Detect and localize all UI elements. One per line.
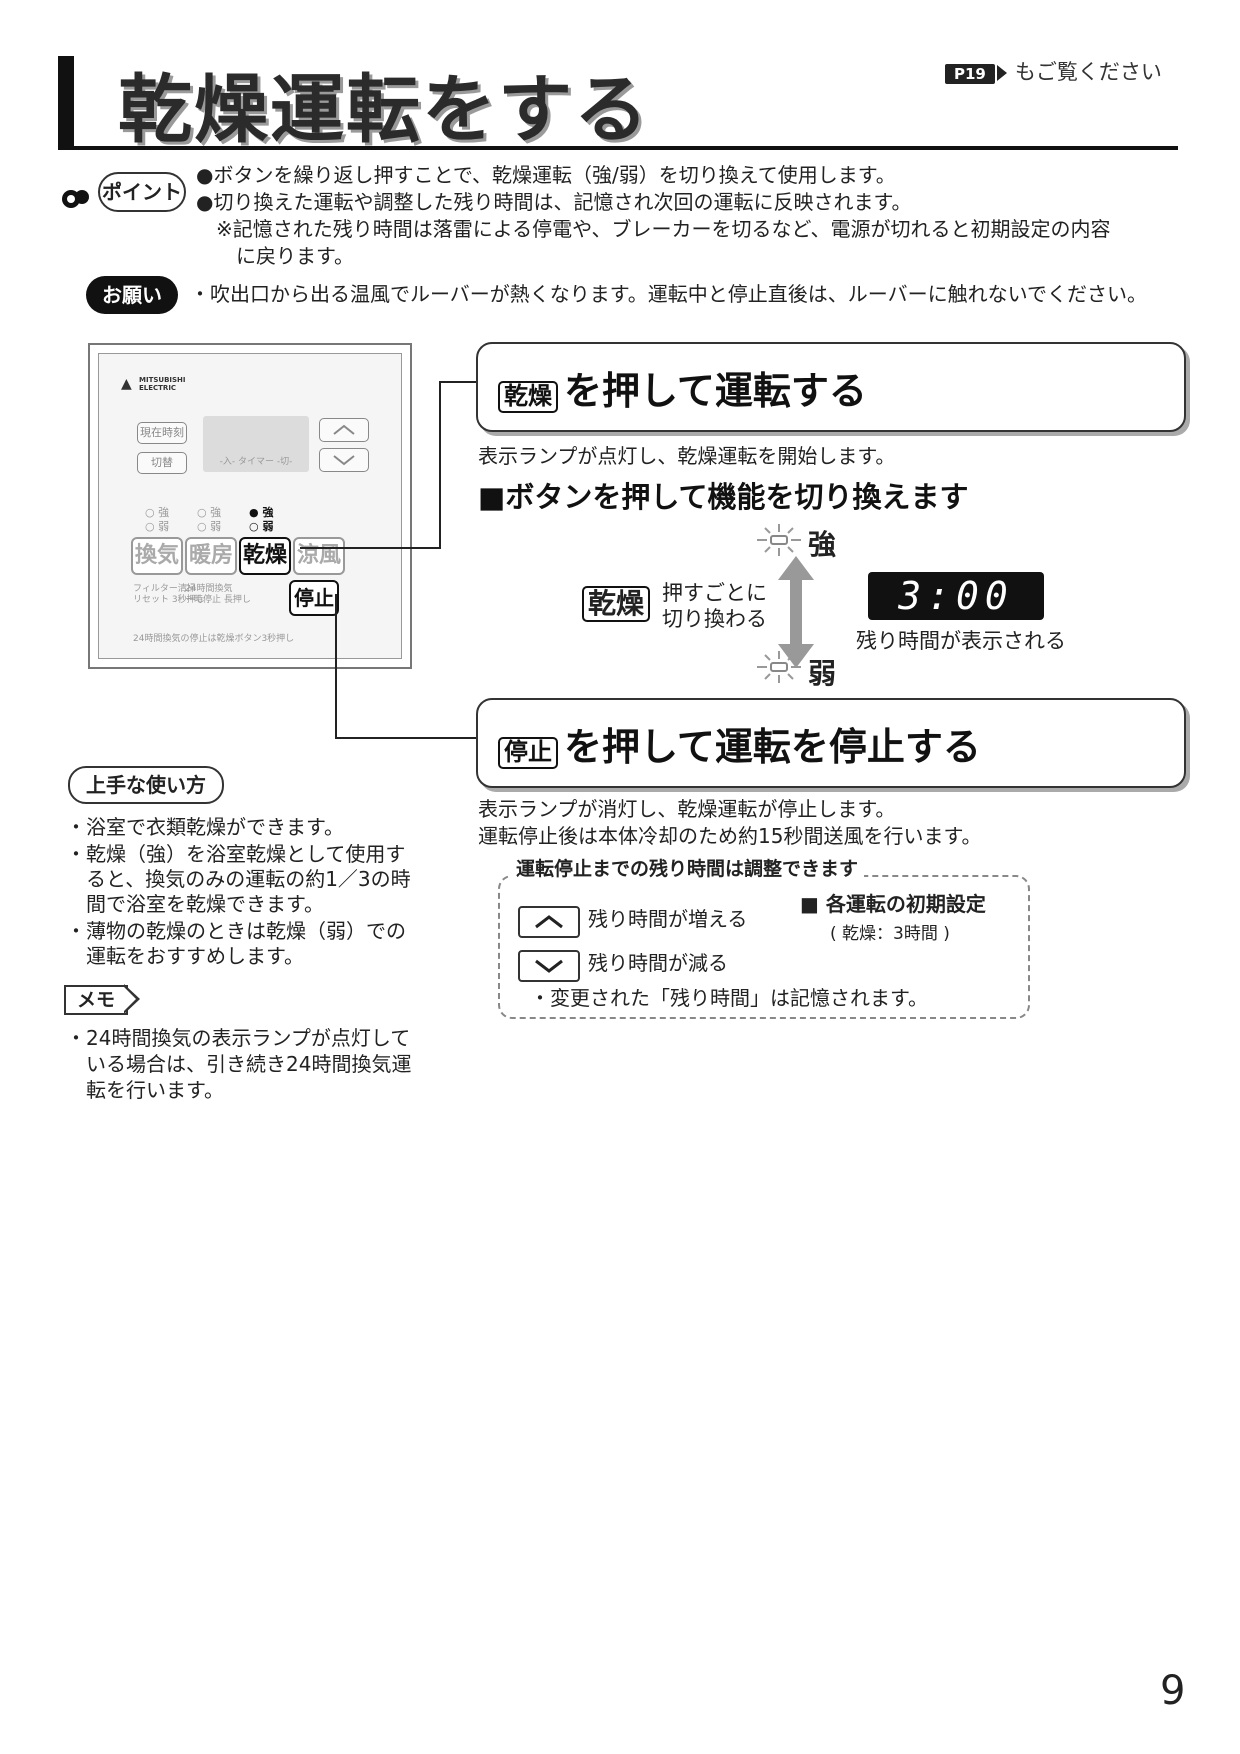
title-rule xyxy=(58,146,1178,150)
switch-button[interactable]: 切替 xyxy=(137,452,187,474)
remote-down-button[interactable] xyxy=(319,448,369,472)
point-line-1: ●ボタンを繰り返し押すことで、乾燥運転（強/弱）を切り換えて使用します。 xyxy=(196,163,896,187)
dry-key: 乾燥 xyxy=(498,381,558,413)
lamp-heat-strong: 強 xyxy=(210,506,222,519)
point-line-2: ●切り換えた運転や調整した残り時間は、記憶され次回の運転に反映されます。 xyxy=(196,190,912,214)
remote-lcd xyxy=(203,416,309,472)
remaining-time-caption: 残り時間が表示される xyxy=(856,629,1066,653)
memo-arrow-inner xyxy=(124,987,136,1011)
lamp-dry-weak: 弱 xyxy=(262,520,274,533)
default-settings-heading: ■ 各運転の初期設定 xyxy=(800,892,986,916)
start-description: 表示ランプが点灯し、乾燥運転を開始します。 xyxy=(478,444,896,468)
adjust-note: ・変更された「残り時間」は記憶されます。 xyxy=(530,986,928,1010)
dry-key-large: 乾燥 xyxy=(582,586,651,623)
filter-reset-button[interactable]: フィルター清掃 リセット 3秒押し xyxy=(133,584,205,605)
lamp-dry-strong: 強 xyxy=(262,506,274,519)
tips-line-3: ると、換気のみの運転の約1／3の時 xyxy=(66,867,411,891)
stop-description-1: 表示ランプが消灯し、乾燥運転が停止します。 xyxy=(478,797,896,821)
chevron-up-icon xyxy=(535,915,563,929)
remote-controller: ▲ MITSUBISHI ELECTRIC 現在時刻 切替 -入- タイマー -… xyxy=(88,343,412,669)
point-finger-icon xyxy=(62,190,89,208)
toggle-text-2: 切り換わる xyxy=(662,607,767,631)
dry-button[interactable]: 乾燥 xyxy=(239,537,291,575)
weak-label: 弱 xyxy=(808,657,837,690)
start-section-title-text: を押して運転する xyxy=(564,369,867,413)
brand-logo-line-1: MITSUBISHI xyxy=(139,376,186,384)
page-title: 乾燥運転をする xyxy=(118,67,650,153)
arrow-right-icon xyxy=(996,65,1007,81)
point-line-4: に戻ります。 xyxy=(236,244,354,268)
lamp-heat-weak: 弱 xyxy=(210,520,222,533)
request-label: お願い xyxy=(86,276,178,314)
strong-label: 強 xyxy=(808,528,837,561)
default-settings-value: ( 乾燥：3時間 ) xyxy=(830,924,950,944)
lamp-ventilate-weak: 弱 xyxy=(158,520,170,533)
memo-line-3: 転を行います。 xyxy=(66,1078,224,1102)
lamp-on-icon xyxy=(757,524,801,556)
tips-line-1: ・浴室で衣類乾燥ができます。 xyxy=(66,815,344,839)
page-reference-tag: P19 xyxy=(945,64,995,84)
page-number: 9 xyxy=(1160,1668,1186,1714)
brand-logo-line-2: ELECTRIC xyxy=(139,384,177,392)
remaining-time-display: 3:00 xyxy=(868,572,1044,620)
stop-description-2: 運転停止後は本体冷却のため約15秒間送風を行います。 xyxy=(478,824,982,848)
switch-function-heading: ■ボタンを押して機能を切り換えます xyxy=(478,480,969,514)
lamp-ventilate: ○ 強○ 弱 xyxy=(145,506,170,533)
stop-section-title-text: を押して運転を停止する xyxy=(564,725,981,769)
remote-face: ▲ MITSUBISHI ELECTRIC 現在時刻 切替 -入- タイマー -… xyxy=(98,353,402,659)
tips-label: 上手な使い方 xyxy=(68,766,224,804)
remote-note: 24時間換気の停止は乾燥ボタン3秒押し xyxy=(133,634,295,644)
ventilate-button[interactable]: 換気 xyxy=(131,537,183,575)
lamp-ventilate-strong: 強 xyxy=(158,506,170,519)
mitsubishi-logo-icon: ▲ xyxy=(121,376,132,392)
heat-button[interactable]: 暖房 xyxy=(185,537,237,575)
point-line-3: ※記憶された残り時間は落雷による停電や、ブレーカーを切るなど、電源が切れると初期… xyxy=(216,217,1111,241)
memo-label: メモ xyxy=(64,985,128,1015)
tips-line-5: ・薄物の乾燥のときは乾燥（弱）での xyxy=(66,919,406,943)
stop-section-title: 停止を押して運転を停止する xyxy=(498,716,981,771)
start-section-box xyxy=(476,342,1186,432)
page-reference: P19 もご覧ください xyxy=(945,56,1162,86)
toggle-arrow-icon xyxy=(778,556,814,668)
remote-up-button[interactable] xyxy=(319,418,369,442)
dry-key-illustration: 乾燥 xyxy=(582,586,656,623)
adjust-time-title: 運転停止までの残り時間は調整できます xyxy=(510,854,865,881)
tips-line-4: 間で浴室を乾燥できます。 xyxy=(66,892,324,916)
time-down-text: 残り時間が減る xyxy=(588,951,728,975)
toggle-text-1: 押すごとに xyxy=(662,581,767,605)
chevron-up-icon xyxy=(333,424,355,435)
tips-line-6: 運転をおすすめします。 xyxy=(66,944,304,968)
title-bar xyxy=(58,56,74,148)
ventilation-24h-button[interactable]: 24時間換気 一時停止 長押し xyxy=(185,584,251,605)
chevron-down-icon xyxy=(535,959,563,973)
memo-line-2: いる場合は、引き続き24時間換気運 xyxy=(66,1052,412,1076)
current-time-button[interactable]: 現在時刻 xyxy=(137,422,187,444)
start-section-title: 乾燥を押して運転する xyxy=(498,360,867,415)
lamp-dry: ● 強○ 弱 xyxy=(249,506,274,533)
page-reference-text: もご覧ください xyxy=(1014,60,1162,84)
tips-line-2: ・乾燥（強）を浴室乾燥として使用す xyxy=(66,842,406,866)
brand-logo-text: MITSUBISHI ELECTRIC xyxy=(139,376,186,392)
time-up-button xyxy=(518,906,580,938)
lamp-on-icon xyxy=(757,651,801,683)
stop-key: 停止 xyxy=(498,737,558,769)
remote-lcd-text: -入- タイマー -切- xyxy=(219,457,293,467)
lamp-heat: ○ 強○ 弱 xyxy=(197,506,222,533)
stop-button[interactable]: 停止 xyxy=(289,580,339,616)
request-text: ・吹出口から出る温風でルーバーが熱くなります。運転中と停止直後は、ルーバーに触れ… xyxy=(190,282,1147,306)
stop-section-box xyxy=(476,698,1186,788)
time-down-button xyxy=(518,950,580,982)
point-label: ポイント xyxy=(98,172,186,212)
time-up-text: 残り時間が増える xyxy=(588,907,748,931)
chevron-down-icon xyxy=(333,455,355,466)
memo-line-1: ・24時間換気の表示ランプが点灯して xyxy=(66,1026,411,1050)
